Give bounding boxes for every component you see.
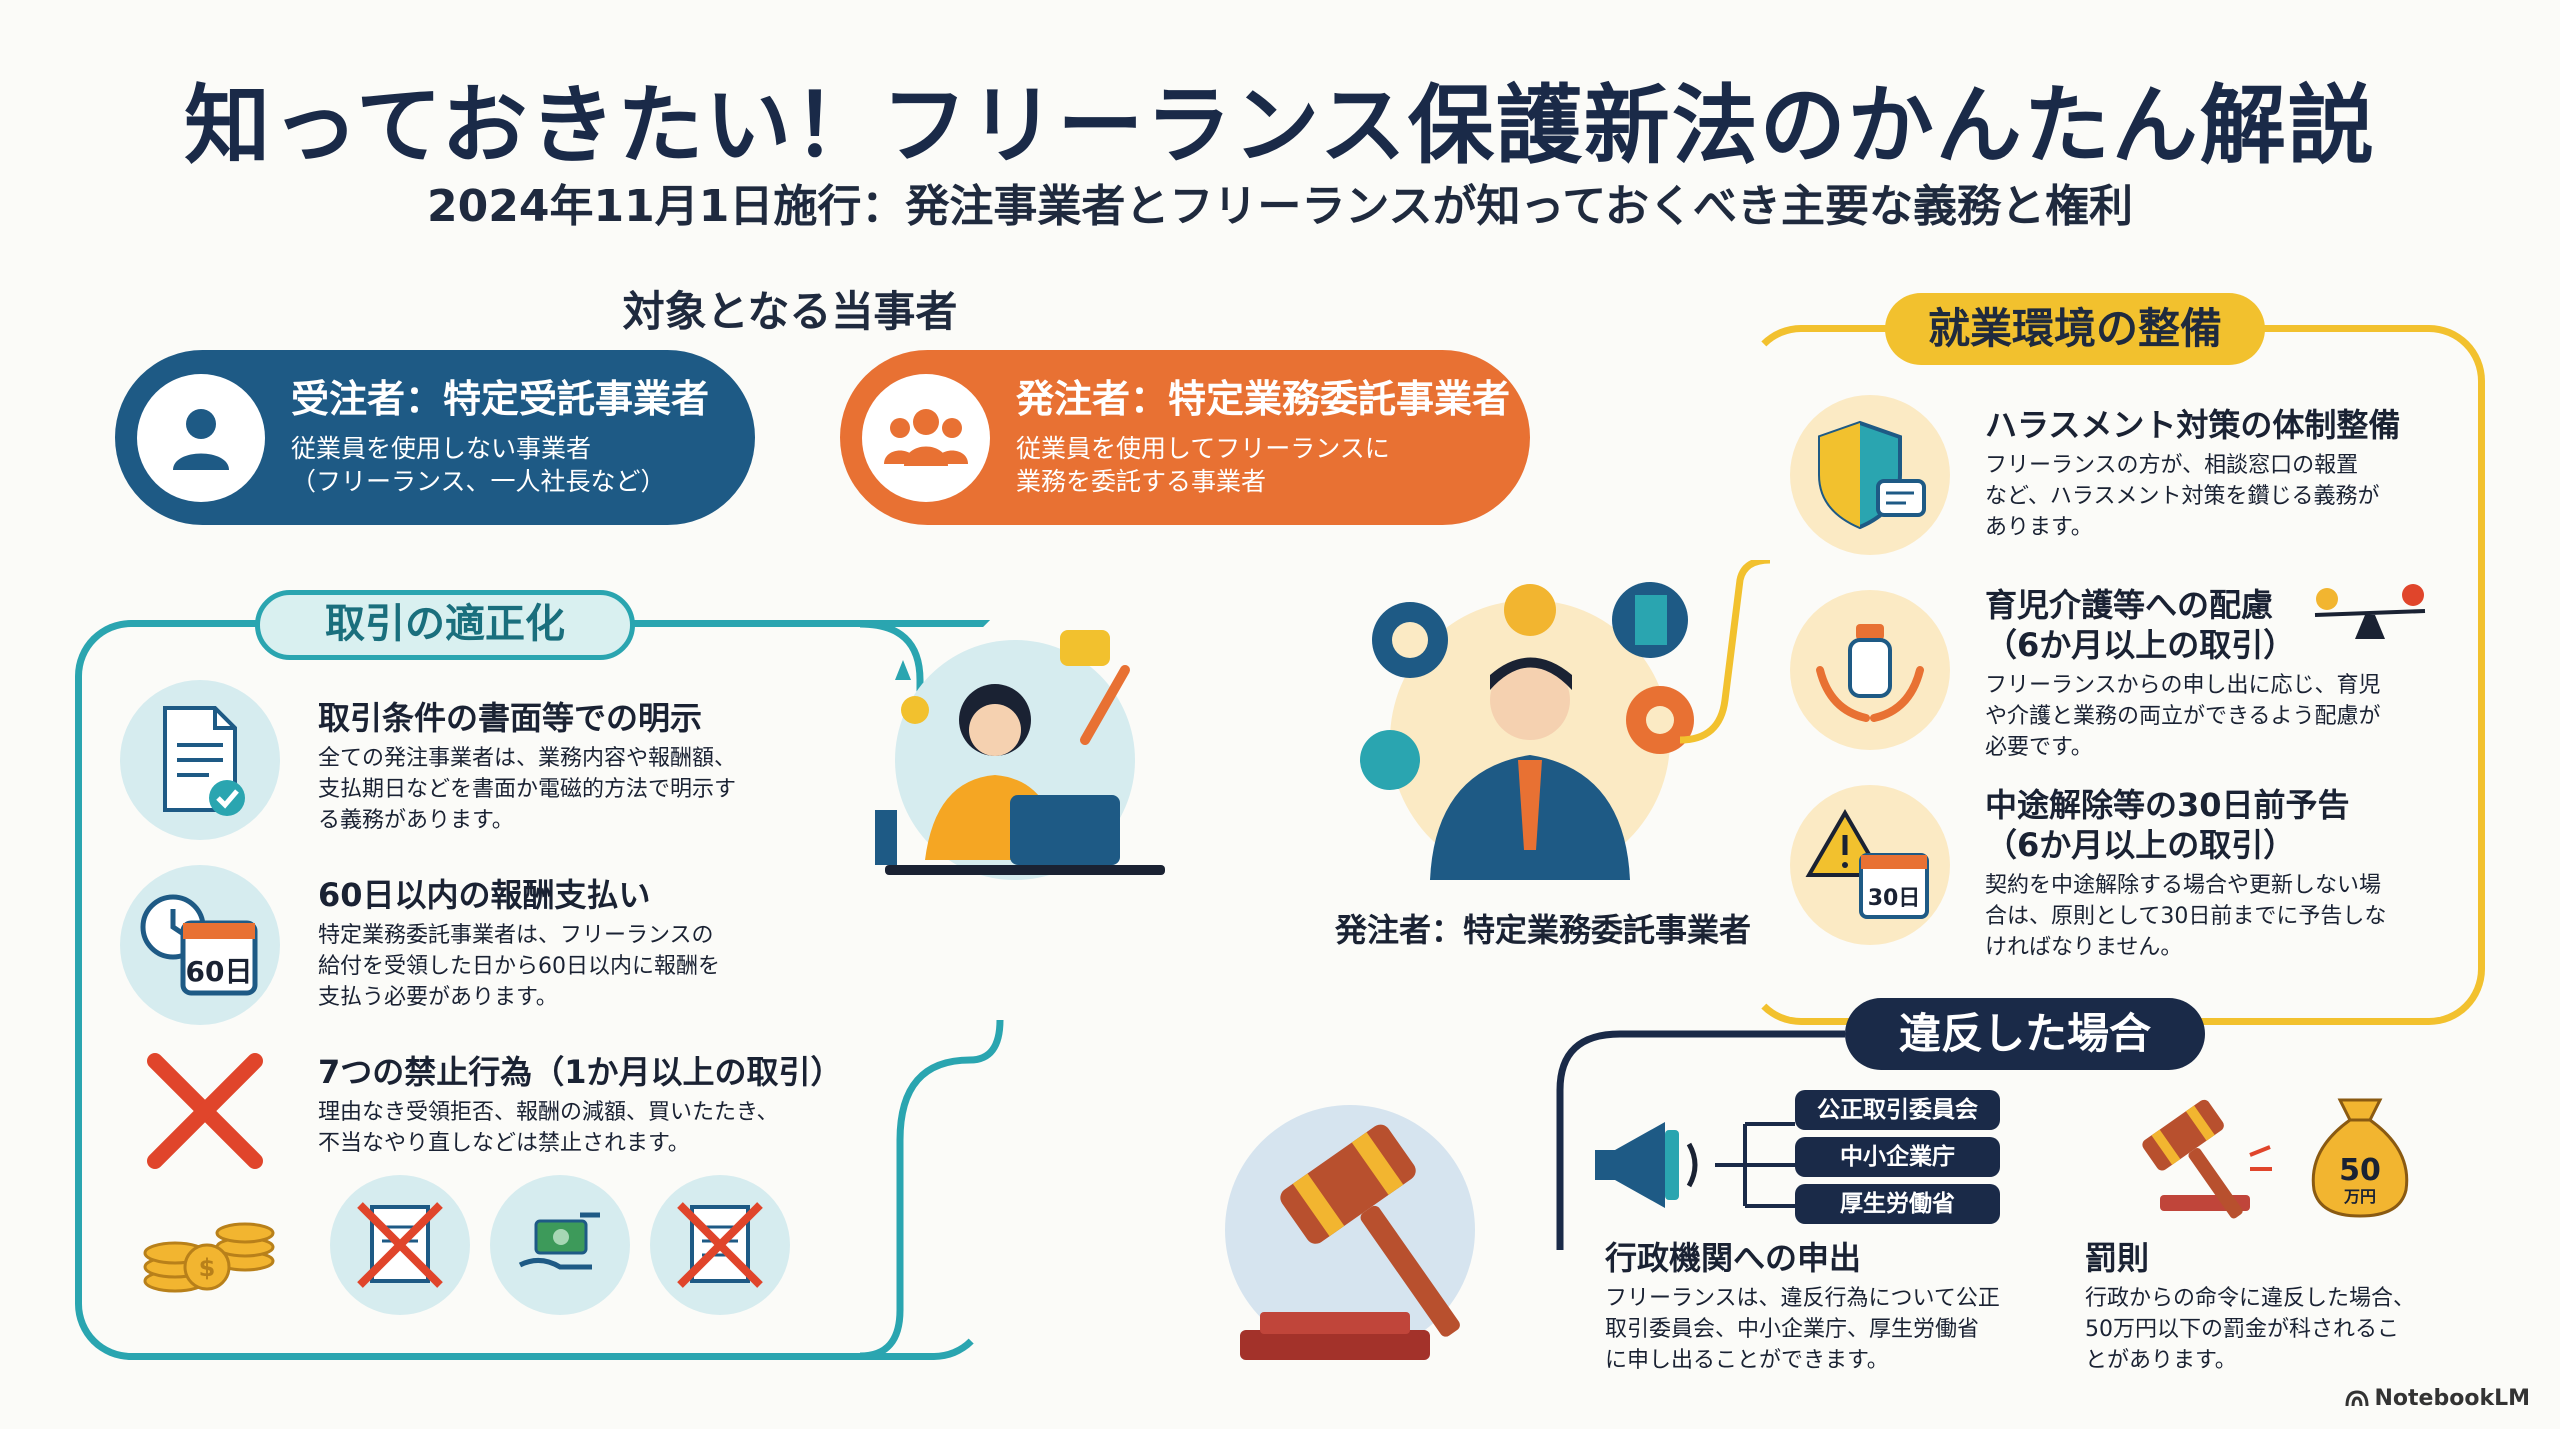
fair-trade-connector: [860, 620, 1004, 1360]
org-connector: [1715, 1122, 1795, 1208]
contractor-desc-2: （フリーランス、一人社長など）: [291, 467, 666, 497]
item-prohibited-desc-1: 理由なき受領拒否、報酬の減額、買いたたき、: [318, 1100, 779, 1125]
item-termination-title-2: （6か月以上の取引）: [1985, 826, 2296, 864]
calendar-clock-icon: 60日: [120, 865, 280, 1025]
balance-scale-icon: [2305, 575, 2435, 649]
item-childcare-desc-2: や介護と業務の両立ができるよう配慮が: [1985, 703, 2381, 729]
person-icon: [137, 373, 265, 502]
item-payment-desc-2: 給付を受領した日から60日以内に報酬を: [318, 953, 720, 979]
cross-coins-icon: $: [135, 1045, 295, 1309]
penalty-desc-1: 行政からの命令に違反した場合、: [2085, 1286, 2416, 1311]
client-desc-1: 従業員を使用してフリーランスに: [1016, 433, 1390, 463]
freelancer-laptop-illustration: [855, 610, 1185, 904]
item-harassment-desc-1: フリーランスの方が、相談窓口の報置: [1985, 453, 2359, 478]
item-written-terms-title: 取引条件の書面等での明示: [318, 699, 703, 737]
money-exchange-icon: [490, 1175, 630, 1315]
watermark: NotebookLM: [2345, 1386, 2530, 1411]
bag-amount: 50: [2339, 1153, 2381, 1188]
item-payment-title: 60日以内の報酬支払い: [318, 876, 651, 914]
violation-tag: 違反した場合: [1845, 998, 2205, 1070]
org-ftc: 公正取引委員会: [1795, 1090, 2000, 1130]
item-termination-desc-3: ければなりません。: [1985, 934, 2183, 960]
item-payment-desc-1: 特定業務委託事業者は、フリーランスの: [318, 923, 714, 948]
calendar-60-text: 60日: [186, 955, 253, 988]
cancelled-contract-icon: [650, 1175, 790, 1315]
document-check-icon: [120, 680, 280, 840]
penalty-title: 罰則: [2085, 1239, 2150, 1277]
penalty-desc-2: 50万円以下の罰金が科されるこ: [2085, 1316, 2399, 1342]
report-desc-3: に申し出ることができます。: [1605, 1347, 1889, 1373]
item-payment-desc-3: 支払う必要があります。: [318, 984, 558, 1010]
item-termination-title-1: 中途解除等の30日前予告: [1985, 786, 2350, 824]
item-prohibited-title: 7つの禁止行為（1か月以上の取引）: [318, 1053, 843, 1091]
item-written-terms-desc-2: 支払期日などを書面か電磁的方法で明示す: [318, 776, 737, 802]
item-prohibited-desc-2: 不当なやり直しなどは禁止されます。: [318, 1130, 690, 1156]
violation-connector: [1556, 1030, 1845, 1250]
group-icon: [862, 373, 990, 502]
item-childcare-title-1: 育児介護等への配慮: [1985, 586, 2274, 624]
care-hands-bottle-icon: [1790, 590, 1950, 750]
parties-heading: 対象となる当事者: [622, 287, 958, 336]
item-harassment-title: ハラスメント対策の体制整備: [1985, 406, 2401, 444]
item-written-terms-desc-3: る義務があります。: [318, 807, 514, 833]
page-title: 知っておきたい！フリーランス保護新法のかんたん解説: [184, 76, 2376, 176]
report-desc-2: 取引委員会、中小企業庁、厚生労働省: [1605, 1316, 1980, 1342]
item-harassment-desc-3: あります。: [1985, 514, 2093, 540]
client-businessman-illustration: [1350, 550, 1710, 894]
notebooklm-logo-icon: [2345, 1389, 2369, 1406]
report-desc-1: フリーランスは、違反行為について公正: [1605, 1286, 2000, 1311]
watermark-text: NotebookLM: [2374, 1386, 2530, 1411]
megaphone-icon: [1585, 1110, 1715, 1224]
page-subtitle: 2024年11月1日施行：発注事業者とフリーランスが知っておくべき主要な義務と権…: [427, 181, 2133, 232]
work-env-tag: 就業環境の整備: [1885, 293, 2265, 365]
bag-unit: 万円: [2343, 1187, 2376, 1206]
client-title: 発注者：特定業務委託事業者: [1016, 377, 1511, 421]
item-harassment-desc-2: など、ハラスメント対策を鑽じる義務が: [1985, 483, 2380, 509]
org-sme-agency: 中小企業庁: [1795, 1137, 2000, 1177]
client-desc-2: 業務を委託する事業者: [1016, 467, 1267, 497]
money-bag-icon: 50 万円: [2300, 1090, 2420, 1224]
contractor-desc-1: 従業員を使用しない事業者: [291, 433, 592, 463]
rejected-document-icon: [330, 1175, 470, 1315]
contractor-card: 受注者：特定受託事業者 従業員を使用しない事業者 （フリーランス、一人社長など）: [115, 350, 755, 525]
report-title: 行政機関への申出: [1605, 1239, 1862, 1277]
warning-calendar-icon: 30日: [1790, 785, 1950, 945]
item-childcare-desc-3: 必要です。: [1985, 734, 2093, 760]
gavel-small-icon: [2100, 1085, 2280, 1229]
item-written-terms-desc-1: 全ての発注事業者は、業務内容や報酬額、: [318, 746, 737, 771]
calendar-30-text: 30日: [1868, 886, 1921, 911]
penalty-desc-3: とがあります。: [2085, 1347, 2237, 1373]
client-card: 発注者：特定業務委託事業者 従業員を使用してフリーランスに 業務を委託する事業者: [840, 350, 1530, 525]
fair-trade-tag: 取引の適正化: [255, 590, 635, 660]
work-env-connector: [1680, 560, 1770, 744]
item-childcare-desc-1: フリーランスからの申し出に応じ、育児: [1985, 673, 2381, 698]
item-termination-desc-1: 契約を中途解除する場合や更新しない場: [1985, 873, 2382, 898]
svg-text:$: $: [199, 1254, 216, 1282]
shield-chat-icon: [1790, 395, 1950, 555]
item-childcare-title-2: （6か月以上の取引）: [1985, 626, 2296, 664]
item-termination-desc-2: 合は、原則として30日前までに予告しな: [1985, 903, 2387, 929]
center-client-caption: 発注者：特定業務委託事業者: [1335, 911, 1752, 949]
contractor-title: 受注者：特定受託事業者: [291, 377, 710, 421]
gavel-illustration: [1210, 1090, 1550, 1374]
org-mhlw: 厚生労働省: [1795, 1184, 2000, 1224]
